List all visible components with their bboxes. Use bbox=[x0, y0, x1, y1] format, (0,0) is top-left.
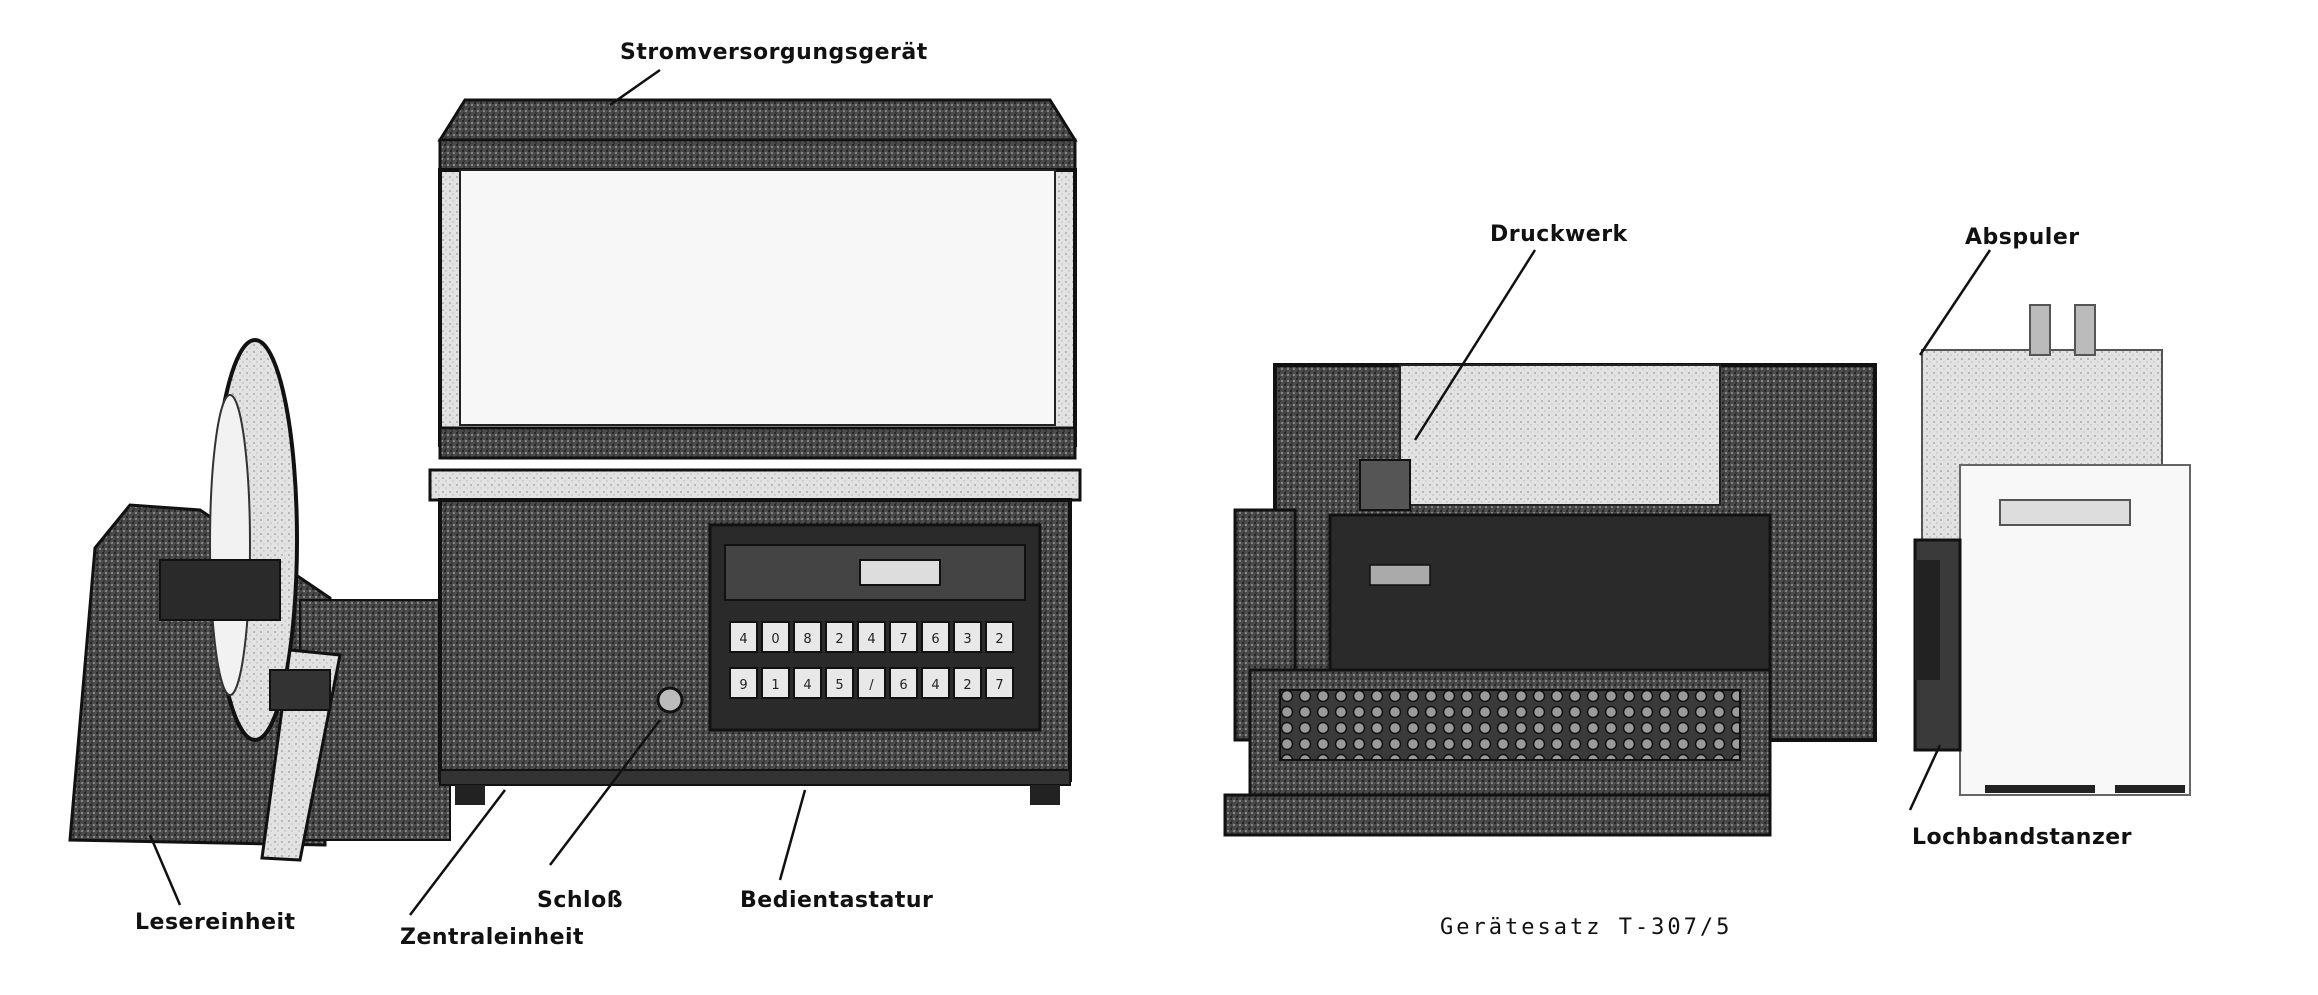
keypad-key bbox=[761, 621, 790, 653]
keypad-key bbox=[729, 621, 758, 653]
lock-icon bbox=[656, 686, 684, 714]
tape-reader-unit bbox=[68, 338, 451, 862]
keypad-key bbox=[889, 621, 918, 653]
label-printer: Druckwerk bbox=[1490, 222, 1628, 247]
keypad-key-label: 1 bbox=[771, 678, 779, 693]
keypad-key-label: 4 bbox=[867, 632, 875, 647]
power-supply-unit bbox=[437, 98, 1078, 460]
keypad-key-label: 7 bbox=[899, 632, 907, 647]
keypad-key bbox=[761, 667, 790, 699]
label-central-unit: Zentraleinheit bbox=[400, 925, 585, 950]
keypad-key bbox=[921, 621, 950, 653]
keypad-key-label: 8 bbox=[803, 632, 811, 647]
keypad-key-label: 4 bbox=[931, 678, 939, 693]
keypad-key-label: 0 bbox=[771, 632, 779, 647]
keypad-key-label: 4 bbox=[739, 632, 747, 647]
label-lock: Schloß bbox=[537, 888, 624, 913]
operator-keypad: 4 0 8 2 4 7 6 3 2 9 1 4 5 / 6 4 2 7 bbox=[708, 523, 1042, 732]
keypad-key-label: 9 bbox=[739, 678, 747, 693]
teleprinter-unit bbox=[1223, 363, 1877, 837]
label-unwinder: Abspuler bbox=[1965, 225, 2080, 250]
label-keypad: Bedientastatur bbox=[740, 888, 934, 913]
keypad-key bbox=[793, 621, 822, 653]
keypad-key bbox=[953, 621, 982, 653]
label-power-supply: Stromversorgungsgerät bbox=[620, 40, 928, 65]
keypad-key bbox=[953, 667, 982, 699]
keypad-key-label: 3 bbox=[963, 632, 971, 647]
keypad-key-label: 5 bbox=[835, 678, 843, 693]
keypad-key-label: 6 bbox=[931, 632, 939, 647]
leader-lines bbox=[148, 68, 1992, 916]
keypad-key bbox=[985, 667, 1014, 699]
keypad-key bbox=[729, 667, 758, 699]
tape-punch-unit bbox=[1913, 304, 2191, 796]
keypad-key bbox=[889, 667, 918, 699]
figure-caption: Gerätesatz T-307/5 bbox=[1440, 915, 1733, 940]
keypad-key bbox=[825, 621, 854, 653]
label-tape-punch: Lochbandstanzer bbox=[1912, 825, 2133, 850]
keypad-key bbox=[857, 621, 886, 653]
keypad-key bbox=[793, 667, 822, 699]
keypad-key-label: 7 bbox=[995, 678, 1003, 693]
keypad-key bbox=[825, 667, 854, 699]
label-tape-reader: Lesereinheit bbox=[135, 910, 296, 935]
keypad-key bbox=[985, 621, 1014, 653]
keypad-key bbox=[857, 667, 886, 699]
keypad-key-label: 4 bbox=[803, 678, 811, 693]
keypad-key-label: 2 bbox=[963, 678, 971, 693]
keypad-key-label: 2 bbox=[995, 632, 1003, 647]
keypad-key-label: 6 bbox=[899, 678, 907, 693]
keypad-key bbox=[921, 667, 950, 699]
keypad-key-label: 2 bbox=[835, 632, 843, 647]
keypad-key-label: / bbox=[869, 678, 874, 693]
